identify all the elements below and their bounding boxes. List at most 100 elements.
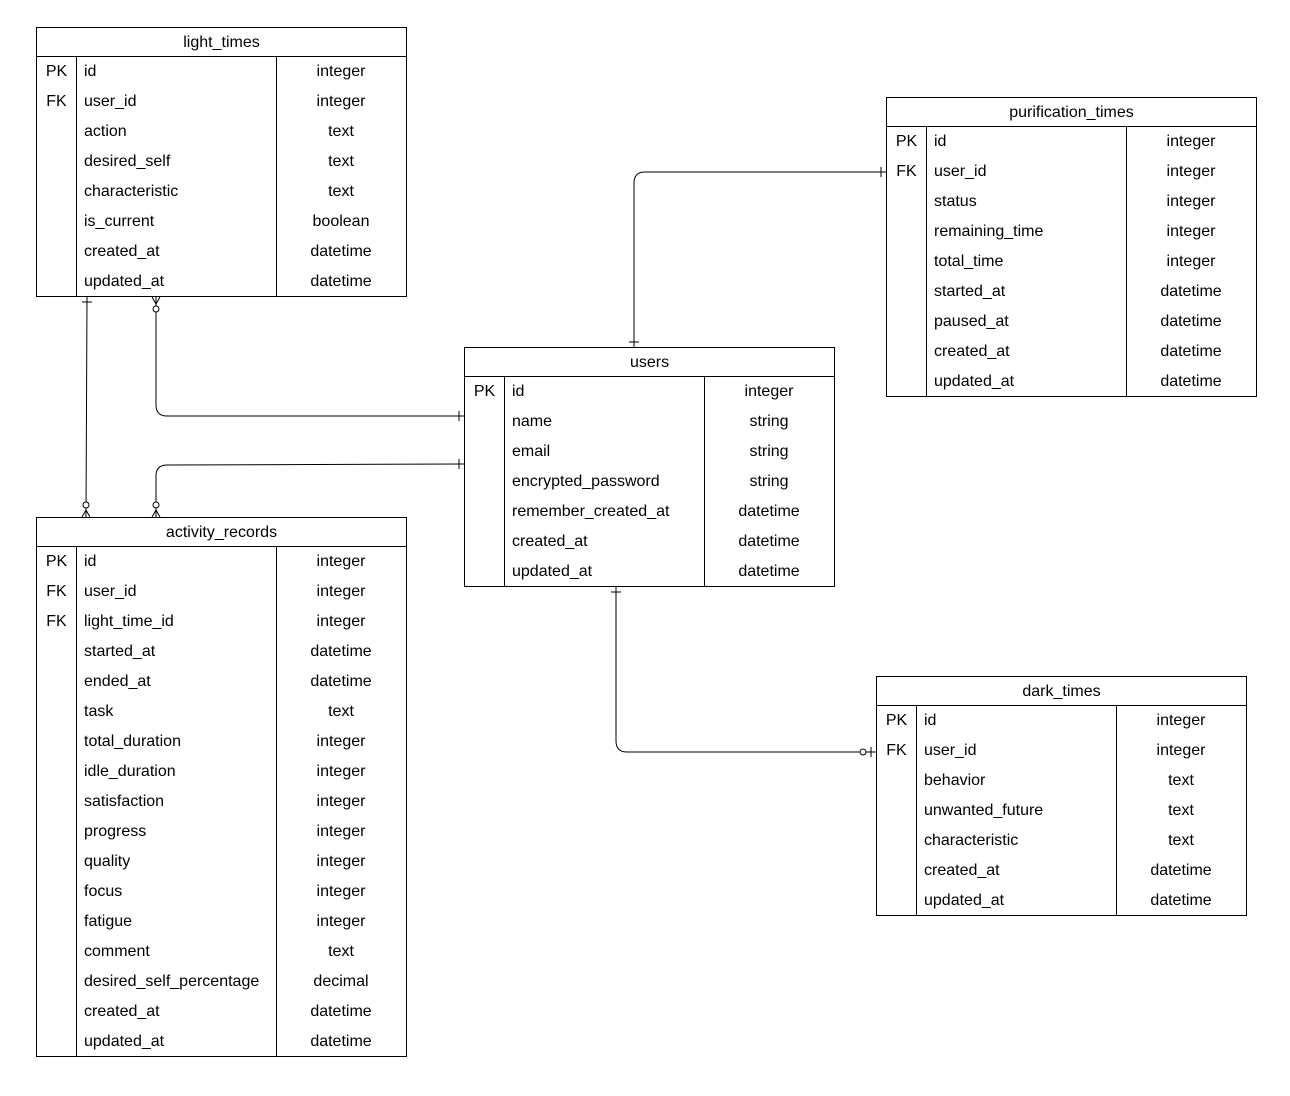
field-name: action [84,123,127,140]
relation-users-activity-records-crow-b [155,509,161,518]
field-type: text [328,183,354,200]
relation-light-times-activity-records-crow-a [81,509,87,518]
key-marker: PK [885,712,908,729]
field-type: string [749,413,789,430]
field-type: text [1168,802,1194,819]
column-divider [926,127,927,397]
field-name: behavior [924,772,986,789]
field-type: datetime [310,243,372,260]
field-name: quality [84,853,131,870]
field-type: text [328,153,354,170]
entity-title: dark_times [877,677,1246,706]
field-name: started_at [934,283,1006,300]
field-name: fatigue [84,913,133,930]
field-name: id [84,63,97,80]
field-type: text [1168,772,1194,789]
field-type: datetime [738,503,800,520]
field-type: integer [1166,223,1216,240]
field-type: datetime [310,1003,372,1020]
field-name: satisfaction [84,793,165,810]
field-type: text [328,123,354,140]
field-name: focus [84,883,123,900]
key-marker: PK [895,133,918,150]
field-name: unwanted_future [924,802,1044,819]
field-type: string [749,473,789,490]
field-type: integer [1166,163,1216,180]
field-type: integer [316,93,366,110]
field-type: integer [316,913,366,930]
field-type: integer [316,823,366,840]
field-row: progress integer [37,817,406,847]
field-type: boolean [312,213,370,230]
relation-light-times-activity-records-crow-b [85,509,91,518]
field-name: id [924,712,937,729]
field-name: id [84,553,97,570]
field-type: datetime [1160,343,1222,360]
field-type: datetime [1160,313,1222,330]
column-divider [276,57,277,297]
field-type: integer [744,383,794,400]
field-type: datetime [1150,892,1212,909]
field-type: datetime [1160,373,1222,390]
field-name: user_id [84,583,137,600]
column-divider [704,377,705,587]
field-type: integer [1166,133,1216,150]
field-name: user_id [84,93,137,110]
field-type: decimal [313,973,369,990]
field-type: integer [316,763,366,780]
field-row: behavior text [877,766,1246,796]
field-type: datetime [310,273,372,290]
field-name: started_at [84,643,156,660]
field-name: total_time [934,253,1004,270]
relation-users-light-times-crow-a [151,296,157,305]
field-row: created_at datetime [887,337,1256,367]
field-name: progress [84,823,147,840]
field-name: paused_at [934,313,1009,330]
field-name: email [512,443,551,460]
field-name: created_at [934,343,1010,360]
field-name: remaining_time [934,223,1044,240]
relation-users-activity-records-zero [152,501,160,509]
field-type: text [328,703,354,720]
field-row: updated_at datetime [877,886,1246,916]
field-row: paused_at datetime [887,307,1256,337]
field-name: id [512,383,525,400]
field-type: datetime [738,563,800,580]
relation-users-dark-times [615,587,876,753]
field-type: datetime [310,673,372,690]
field-name: status [934,193,977,210]
field-name: updated_at [924,892,1005,909]
entity-title: purification_times [887,98,1256,127]
field-name: characteristic [84,183,179,200]
entity-title: activity_records [37,518,406,547]
field-type: integer [316,553,366,570]
